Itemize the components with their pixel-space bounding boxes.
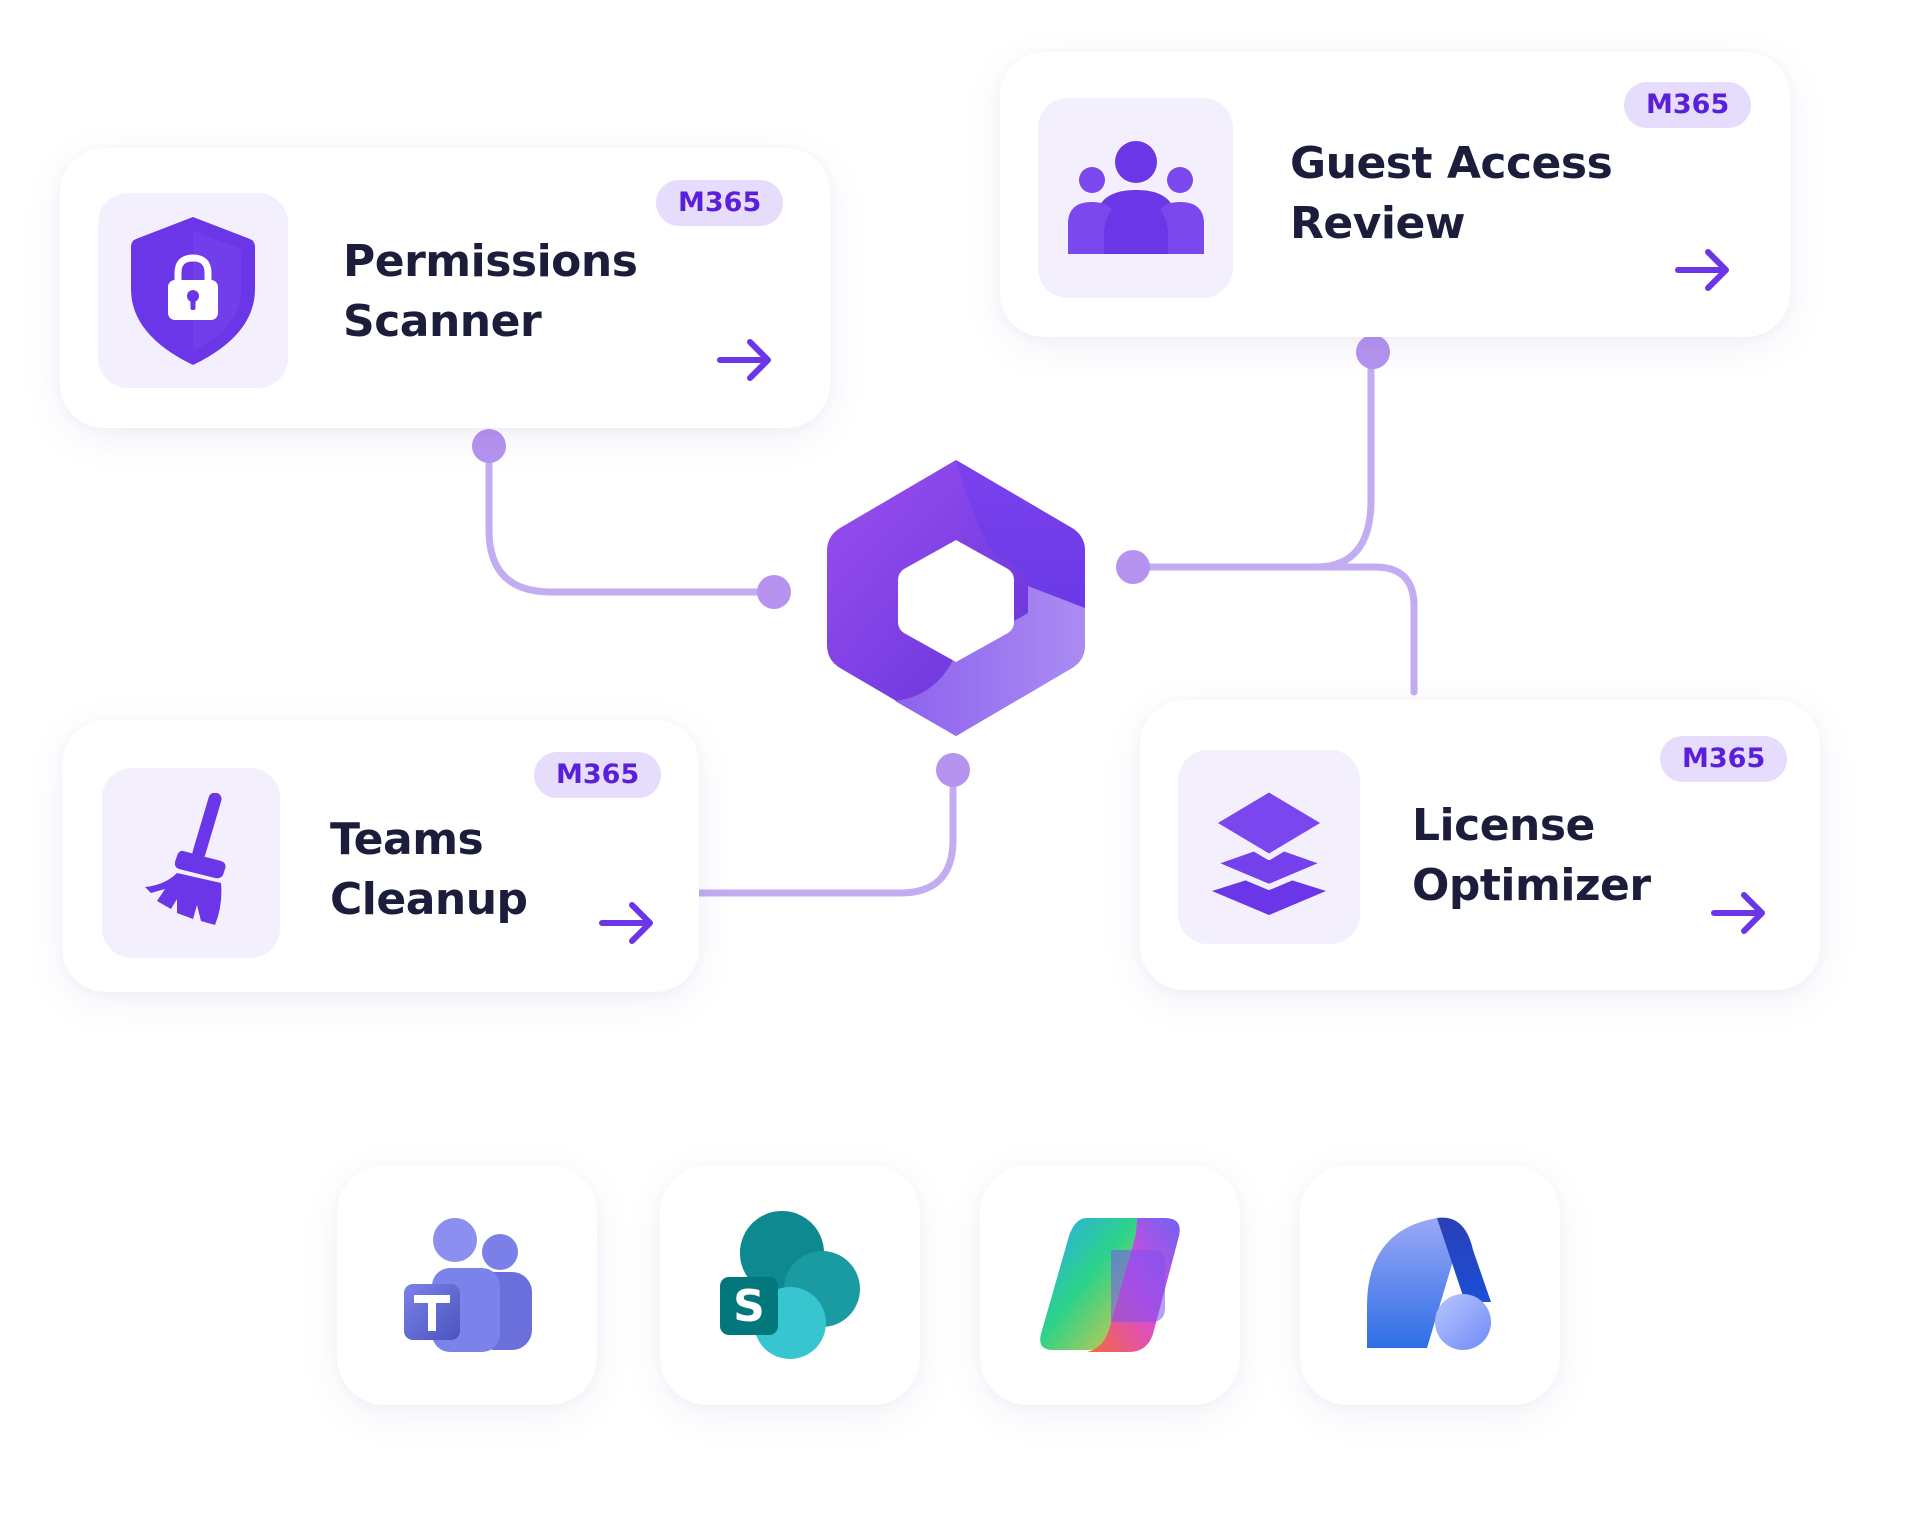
app-card-copilot[interactable]	[980, 1165, 1240, 1405]
app-card-sharepoint[interactable]: S	[660, 1165, 920, 1405]
connector-node	[1116, 550, 1150, 584]
icon-tile	[1178, 750, 1360, 944]
arrow-right-icon[interactable]	[716, 337, 774, 383]
card-title: License Optimizer	[1412, 800, 1651, 911]
users-group-icon	[1067, 141, 1204, 254]
microsoft-teams-logo	[404, 1218, 532, 1352]
microsoft-365-hexagon-logo	[827, 460, 1085, 736]
icon-tile	[102, 768, 280, 958]
arrow-right-icon[interactable]	[598, 900, 656, 946]
sharepoint-logo: S	[720, 1211, 860, 1359]
connector-guest-access	[1129, 349, 1375, 571]
layers-stack-icon	[1209, 786, 1329, 915]
card-title: Guest Access Review	[1290, 138, 1613, 249]
card-guest-access-review[interactable]: Guest Access Review M365	[1000, 52, 1790, 337]
card-title: Teams Cleanup	[330, 814, 528, 925]
connector-permissions	[485, 442, 776, 596]
connector-node	[757, 575, 791, 609]
m365-badge: M365	[656, 180, 784, 226]
card-title: Permissions Scanner	[343, 236, 638, 347]
card-permissions-scanner[interactable]: Permissions Scanner M365	[60, 148, 830, 428]
power-automate-logo	[1367, 1217, 1491, 1350]
connector-license	[1312, 563, 1418, 696]
connector-node	[936, 753, 970, 787]
shield-lock-icon	[131, 216, 255, 365]
arrow-right-icon[interactable]	[1674, 247, 1732, 293]
arrow-right-icon[interactable]	[1710, 890, 1768, 936]
app-card-power-automate[interactable]	[1300, 1165, 1560, 1405]
connector-node	[1356, 335, 1390, 369]
app-card-teams[interactable]	[337, 1165, 597, 1405]
m365-badge: M365	[1624, 82, 1752, 128]
card-teams-cleanup[interactable]: Teams Cleanup M365	[62, 720, 699, 992]
m365-badge: M365	[1660, 736, 1788, 782]
connector-node	[472, 429, 506, 463]
icon-tile	[98, 193, 288, 388]
copilot-logo	[1040, 1218, 1180, 1352]
card-license-optimizer[interactable]: License Optimizer M365	[1140, 700, 1820, 990]
m365-badge: M365	[534, 752, 662, 798]
connector-teams	[695, 768, 957, 897]
icon-tile	[1038, 98, 1233, 298]
svg-text:S: S	[733, 1281, 765, 1332]
broom-icon	[145, 793, 226, 925]
